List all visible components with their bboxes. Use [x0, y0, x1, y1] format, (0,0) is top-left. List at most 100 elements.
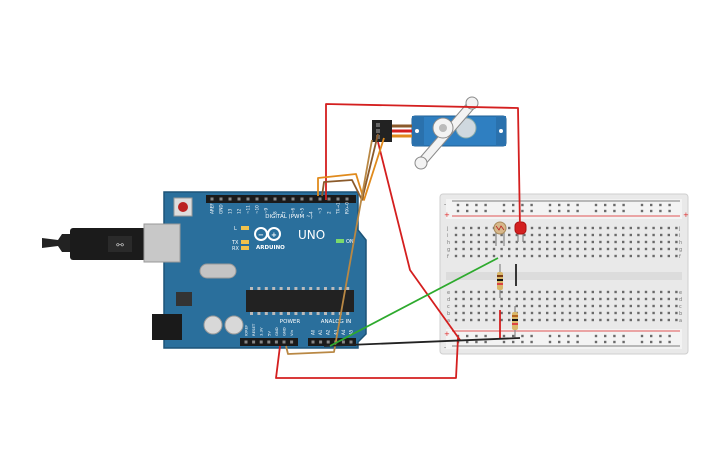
rail-hole[interactable] — [650, 203, 653, 207]
rail-hole[interactable] — [530, 203, 533, 207]
breadboard-hole[interactable] — [530, 233, 534, 237]
breadboard-hole[interactable] — [584, 304, 587, 308]
rail-hole[interactable] — [613, 209, 616, 213]
photoresistor[interactable] — [493, 221, 507, 246]
breadboard-hole[interactable] — [523, 311, 526, 315]
breadboard-hole[interactable] — [652, 240, 655, 244]
breadboard-hole[interactable] — [470, 297, 473, 301]
breadboard-hole[interactable] — [614, 247, 617, 251]
rail-hole[interactable] — [512, 203, 515, 207]
breadboard-hole[interactable] — [644, 318, 648, 322]
breadboard-hole[interactable] — [606, 240, 610, 244]
breadboard-hole[interactable] — [485, 304, 488, 308]
breadboard-hole[interactable] — [523, 290, 526, 294]
breadboard-hole[interactable] — [553, 226, 556, 230]
rail-hole[interactable] — [594, 203, 598, 207]
breadboard-hole[interactable] — [454, 254, 458, 258]
breadboard-hole[interactable] — [622, 311, 625, 315]
rail-hole[interactable] — [576, 209, 579, 213]
breadboard-hole[interactable] — [637, 233, 640, 237]
rail-hole[interactable] — [668, 334, 671, 338]
breadboard-hole[interactable] — [622, 290, 625, 294]
breadboard-hole[interactable] — [599, 226, 602, 230]
breadboard-hole[interactable] — [462, 318, 465, 322]
usb-port[interactable] — [143, 223, 181, 263]
breadboard-hole[interactable] — [568, 254, 572, 258]
breadboard-hole[interactable] — [546, 240, 549, 244]
rail-hole[interactable] — [576, 334, 579, 338]
breadboard-hole[interactable] — [477, 240, 480, 244]
rail-hole[interactable] — [613, 340, 616, 344]
breadboard-hole[interactable] — [470, 304, 473, 308]
breadboard-hole[interactable] — [561, 254, 564, 258]
rail-hole[interactable] — [594, 209, 598, 213]
breadboard-hole[interactable] — [500, 304, 503, 308]
breadboard-hole[interactable] — [561, 297, 564, 301]
breadboard-hole[interactable] — [492, 311, 496, 315]
breadboard-hole[interactable] — [675, 290, 678, 294]
rail-hole[interactable] — [558, 334, 561, 338]
breadboard-hole[interactable] — [538, 318, 541, 322]
breadboard-hole[interactable] — [546, 304, 549, 308]
breadboard-hole[interactable] — [523, 297, 526, 301]
rail-hole[interactable] — [466, 340, 469, 344]
breadboard-hole[interactable] — [538, 226, 541, 230]
rail-hole[interactable] — [512, 209, 515, 213]
header-pin[interactable] — [345, 197, 349, 201]
breadboard-hole[interactable] — [637, 318, 640, 322]
breadboard-hole[interactable] — [454, 297, 458, 301]
breadboard-hole[interactable] — [485, 318, 488, 322]
rail-hole[interactable] — [548, 340, 552, 344]
rail-hole[interactable] — [659, 340, 662, 344]
breadboard-hole[interactable] — [622, 254, 625, 258]
breadboard-hole[interactable] — [561, 290, 564, 294]
breadboard-hole[interactable] — [591, 311, 594, 315]
breadboard-hole[interactable] — [470, 233, 473, 237]
header-pin[interactable] — [264, 197, 268, 201]
breadboard-hole[interactable] — [568, 297, 572, 301]
header-pin[interactable] — [210, 197, 214, 201]
rail-hole[interactable] — [502, 340, 506, 344]
breadboard-hole[interactable] — [606, 297, 610, 301]
breadboard-hole[interactable] — [568, 318, 572, 322]
breadboard-hole[interactable] — [454, 311, 458, 315]
breadboard-hole[interactable] — [485, 290, 488, 294]
breadboard-hole[interactable] — [652, 290, 655, 294]
breadboard-hole[interactable] — [637, 297, 640, 301]
breadboard-hole[interactable] — [492, 304, 496, 308]
breadboard-hole[interactable] — [508, 240, 511, 244]
breadboard-hole[interactable] — [660, 226, 663, 230]
header-pin[interactable] — [291, 197, 295, 201]
header-pin[interactable] — [273, 197, 277, 201]
breadboard-hole[interactable] — [675, 247, 678, 251]
rail-hole[interactable] — [521, 203, 524, 207]
breadboard-hole[interactable] — [584, 318, 587, 322]
servo-horn[interactable] — [414, 96, 479, 170]
breadboard-hole[interactable] — [538, 290, 541, 294]
servo-motor[interactable] — [372, 96, 507, 170]
breadboard-hole[interactable] — [591, 297, 594, 301]
breadboard-hole[interactable] — [614, 290, 617, 294]
breadboard-hole[interactable] — [622, 318, 625, 322]
rail-hole[interactable] — [650, 334, 653, 338]
header-pin[interactable] — [252, 340, 256, 344]
breadboard-hole[interactable] — [546, 318, 549, 322]
breadboard-hole[interactable] — [485, 247, 488, 251]
breadboard-hole[interactable] — [530, 290, 534, 294]
breadboard-hole[interactable] — [629, 247, 632, 251]
breadboard-hole[interactable] — [454, 247, 458, 251]
breadboard-hole[interactable] — [477, 304, 480, 308]
breadboard-hole[interactable] — [599, 254, 602, 258]
breadboard-hole[interactable] — [530, 318, 534, 322]
breadboard-hole[interactable] — [553, 318, 556, 322]
breadboard-hole[interactable] — [477, 318, 480, 322]
breadboard-hole[interactable] — [462, 297, 465, 301]
rail-hole[interactable] — [622, 209, 625, 213]
breadboard-hole[interactable] — [576, 290, 579, 294]
breadboard-hole[interactable] — [470, 254, 473, 258]
header-pin[interactable] — [259, 340, 263, 344]
breadboard-hole[interactable] — [561, 240, 564, 244]
rail-hole[interactable] — [567, 334, 570, 338]
breadboard-hole[interactable] — [454, 226, 458, 230]
rail-hole[interactable] — [466, 203, 469, 207]
